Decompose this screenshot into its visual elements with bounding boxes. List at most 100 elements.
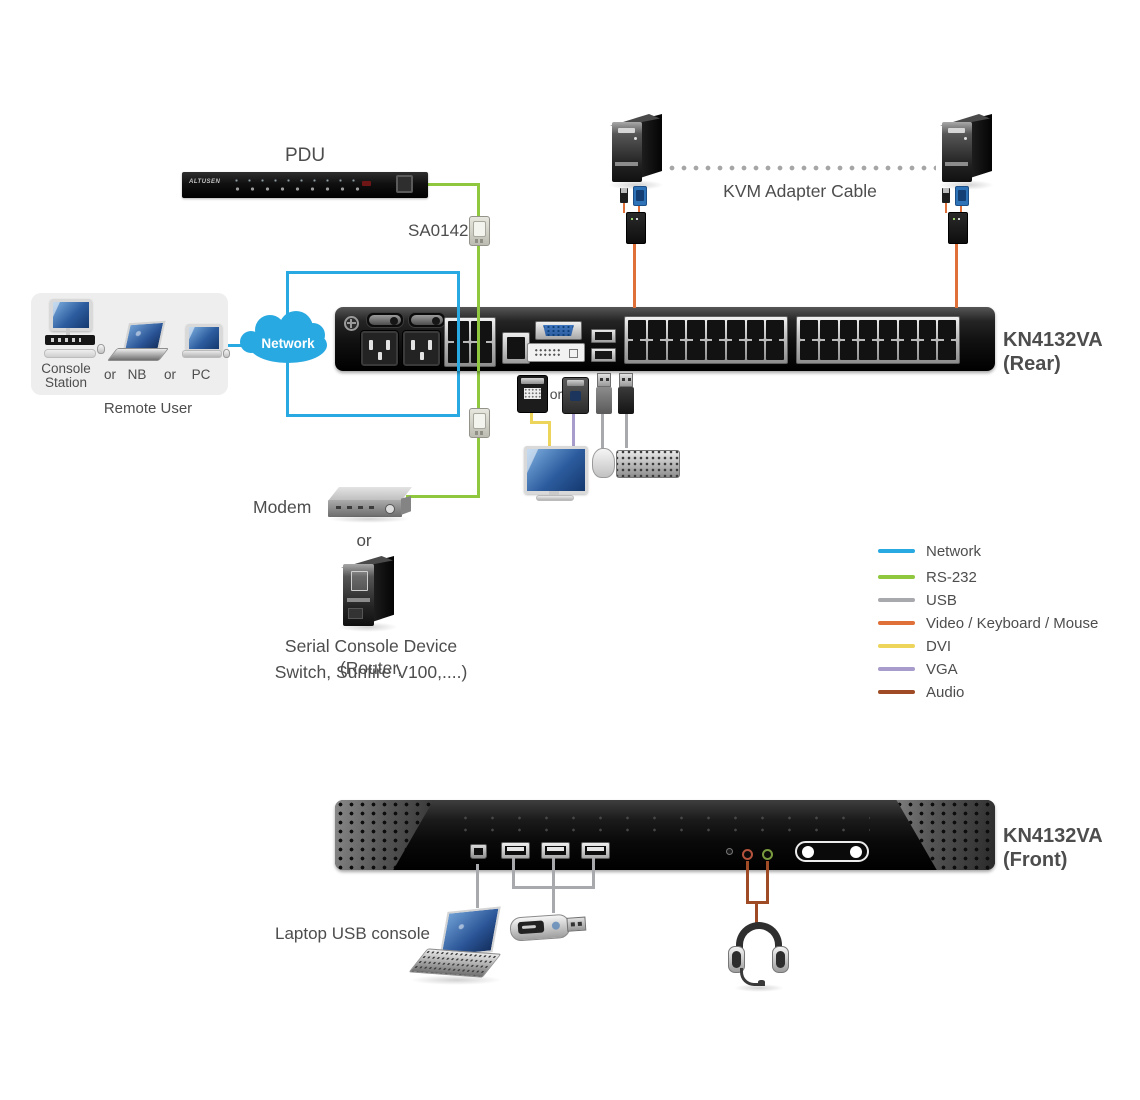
server-front-face — [612, 122, 642, 182]
rj45-port — [839, 320, 858, 342]
power-inlet-1 — [360, 330, 399, 367]
console-station-rack-icon — [45, 335, 95, 345]
console-monitor-icon — [524, 446, 588, 494]
rear-view-label: (Rear) — [1003, 353, 1061, 375]
headset-shadow — [734, 984, 784, 992]
notebook-base-icon — [106, 348, 170, 361]
rj45-port — [766, 320, 784, 342]
legend-label-vkm: Video / Keyboard / Mouse — [926, 614, 1099, 632]
headset-right-cup — [772, 946, 789, 973]
headphone-jack — [762, 849, 773, 860]
rj45-port — [687, 338, 705, 360]
console-keyboard-icon — [616, 450, 680, 478]
rj45-port — [628, 338, 646, 360]
rs232-line-modem-h — [406, 495, 480, 498]
pdu-status-led — [362, 181, 371, 186]
legend-label-vga: VGA — [926, 660, 958, 678]
legend-label-dvi: DVI — [926, 637, 952, 655]
kvm-adapter-dongle-right — [948, 212, 968, 244]
rj45-port — [859, 320, 877, 342]
rj45-port — [647, 320, 666, 342]
usb-drive-window — [517, 920, 545, 935]
usb-male-connector-2 — [618, 373, 634, 414]
audio-cable-2 — [766, 861, 769, 903]
kvm-adapter-cable-label: KVM Adapter Cable — [723, 181, 877, 201]
console-monitor-base — [536, 495, 574, 501]
rj45-port — [819, 320, 838, 342]
server-front-strip — [615, 162, 638, 166]
lan-serial-port-block — [444, 317, 496, 367]
network-line-over-ports — [457, 307, 460, 371]
rj45-port — [707, 320, 725, 342]
server-right — [938, 112, 996, 192]
altusen-logo: ALTUSEN — [189, 179, 221, 185]
rj45-port — [746, 338, 765, 360]
legend-row-network: Network — [878, 543, 981, 560]
front-usb-cable-drop — [552, 889, 555, 913]
rj45-port — [859, 338, 877, 360]
rj45-port — [746, 320, 765, 342]
usb-male-connector-1 — [596, 373, 612, 414]
reset-hole — [726, 848, 733, 855]
console-station-stand — [66, 328, 70, 336]
vga-male-connector — [562, 377, 589, 414]
kvm-adapter-dotted-line — [666, 165, 936, 171]
front-usb-port-2 — [541, 842, 570, 859]
modem-label: Modem — [253, 497, 312, 517]
legend-label-usb: USB — [926, 591, 957, 609]
console-mouse-icon — [592, 448, 615, 478]
rj45-port — [766, 338, 784, 360]
kvm-port-bank-1 — [624, 316, 788, 364]
server-shadow — [608, 180, 664, 190]
rj45-port — [879, 320, 897, 342]
tower-shadow — [338, 622, 398, 632]
console-station-label-line2: Station — [44, 375, 88, 390]
serial-console-port — [502, 332, 530, 364]
network-cloud-bump-4 — [240, 331, 262, 353]
laptop-icon — [408, 905, 506, 989]
db9-connector-upper — [469, 216, 490, 246]
pdu-label: PDU — [284, 145, 326, 166]
console-station-mouse-icon — [97, 344, 105, 354]
tower-front-face — [343, 564, 374, 626]
headset-mic-boom — [740, 968, 765, 986]
headset-left-cup — [728, 946, 745, 973]
pdu-led-row-bottom — [230, 186, 362, 192]
console-monitor-stand — [549, 491, 559, 496]
grounding-screw — [344, 316, 359, 331]
audio-cable-drop — [755, 904, 758, 929]
pc-monitor-icon — [186, 324, 222, 352]
legend-row-vkm: Video / Keyboard / Mouse — [878, 614, 1099, 632]
legend-swatch-vkm — [878, 621, 915, 625]
nb-label: NB — [127, 367, 147, 382]
or-label-b: or — [163, 367, 176, 382]
dvi-cable-v1 — [530, 409, 533, 424]
power-switch-2 — [408, 312, 446, 328]
front-led-strip — [452, 812, 870, 836]
front-usb-port-1 — [501, 842, 530, 859]
serial-console-label-line2: Switch, Sunfire V100,....) — [274, 662, 468, 682]
front-usb-cable-join — [512, 886, 595, 889]
laptop-base — [408, 948, 502, 978]
vkm-cable-left — [633, 240, 636, 308]
usb-port-rear-2 — [591, 348, 616, 362]
rj45-port — [687, 320, 705, 342]
rj45-port — [918, 320, 937, 342]
rj45-port — [839, 338, 858, 360]
rj45-port — [667, 338, 686, 360]
serial-console-tower-icon — [338, 554, 400, 632]
usb-cable-mouse — [601, 411, 604, 448]
vga-mini-connector-right — [955, 186, 969, 206]
rj45-port — [800, 320, 818, 342]
usb-drive-icon — [509, 908, 591, 946]
network-cloud-label: Network — [261, 336, 315, 351]
rj45-port — [647, 338, 666, 360]
usb-connector-body — [618, 387, 634, 414]
rj45-port — [938, 320, 956, 342]
legend-row-rs232: RS-232 — [878, 569, 977, 586]
rj45-port — [471, 340, 492, 363]
mic-jack — [742, 849, 753, 860]
kvm-port-bank-2 — [796, 316, 960, 364]
legend-row-audio: Audio — [878, 684, 964, 701]
rj45-port — [918, 338, 937, 360]
